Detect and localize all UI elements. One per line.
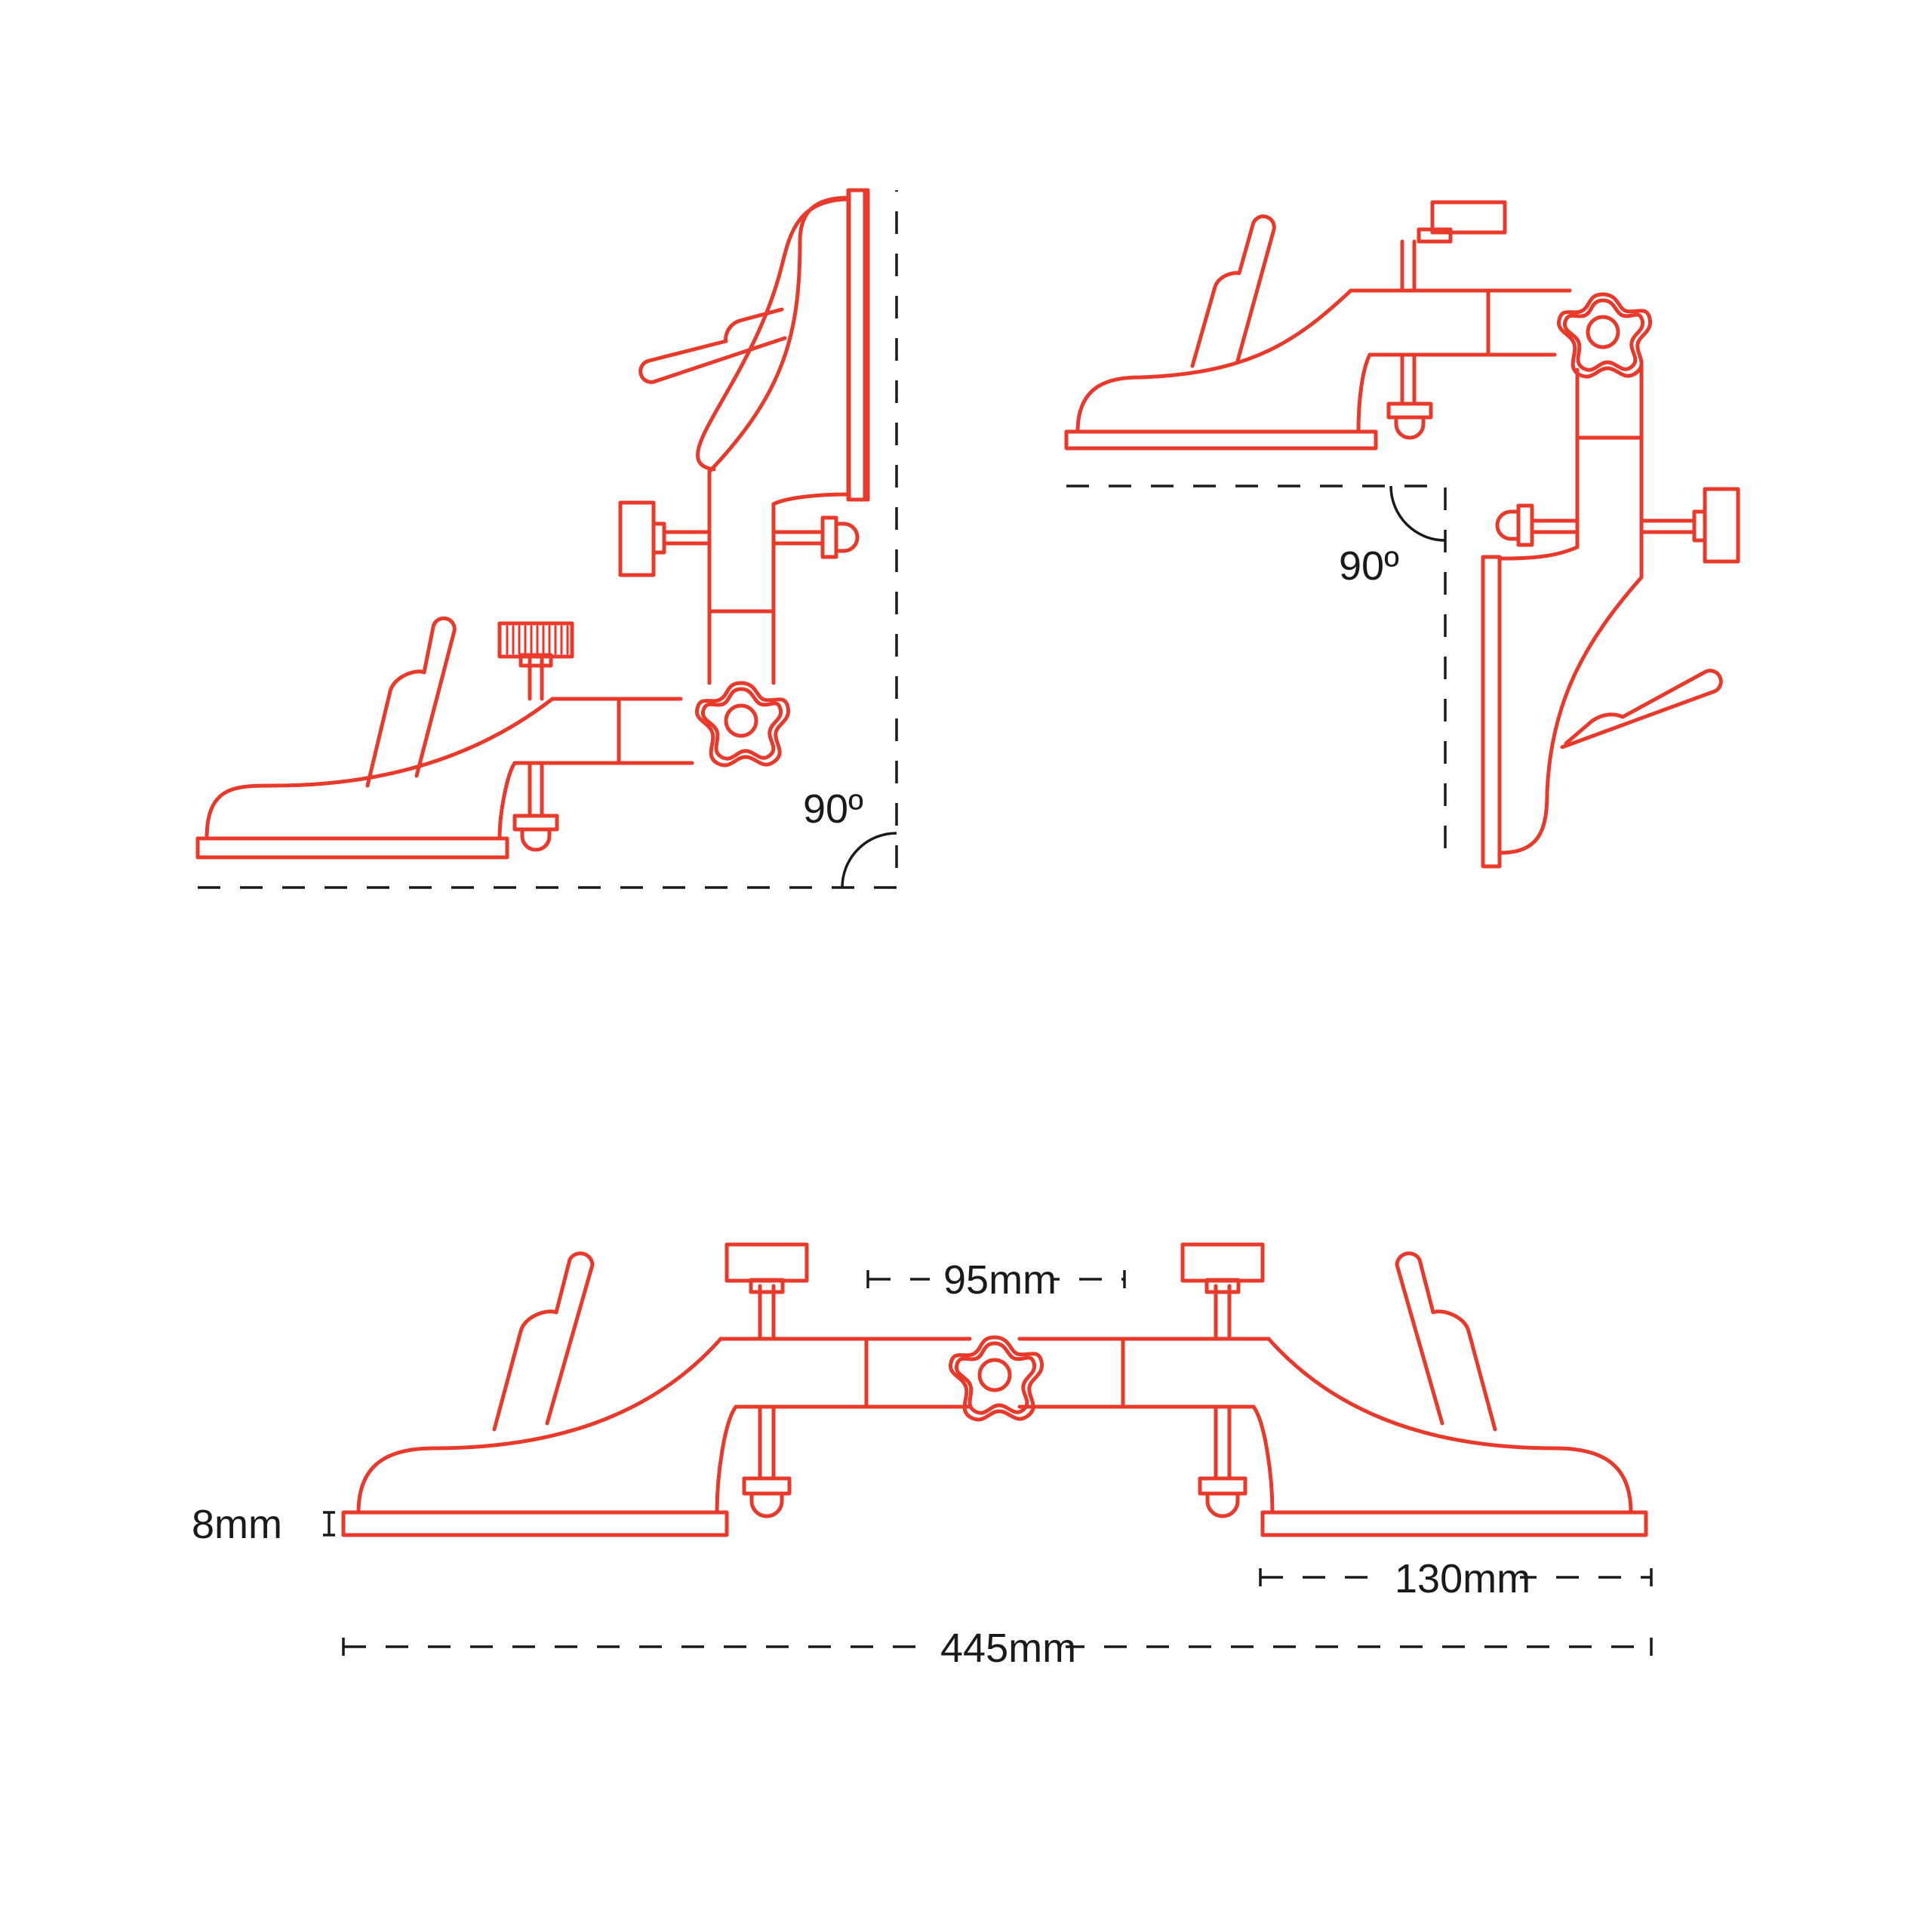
view-bottom: 95mm 8mm 130mm 445mm [192, 1242, 1653, 1674]
view-top-right: 90º [1064, 200, 1740, 869]
clamp-horizontal [198, 618, 692, 857]
hinge-star-knob-icon[interactable] [1558, 294, 1650, 377]
gap-label: 95mm [943, 1257, 1057, 1303]
dimension-gap: 95mm [866, 1253, 1126, 1306]
clamp-vertical [1481, 360, 1740, 869]
dimension-total-length: 445mm [342, 1621, 1653, 1674]
view-top-left: 90º [198, 188, 898, 889]
clamp-left [341, 1242, 972, 1537]
angle-label: 90º [803, 786, 863, 832]
hinge-star-knob-icon[interactable] [697, 683, 788, 765]
clamp-right [1017, 1242, 1648, 1537]
angle-label: 90º [1339, 543, 1399, 589]
total-length-label: 445mm [940, 1626, 1076, 1671]
dimension-pad-length: 130mm [1259, 1551, 1653, 1604]
clamp-horizontal [1064, 200, 1572, 451]
clamp-vertical [696, 188, 870, 502]
pad-thickness-label: 8mm [192, 1502, 282, 1547]
dimension-pad-thickness: 8mm [192, 1502, 335, 1547]
pad-length-label: 130mm [1395, 1556, 1531, 1601]
clamp-vertical-body [618, 188, 867, 685]
